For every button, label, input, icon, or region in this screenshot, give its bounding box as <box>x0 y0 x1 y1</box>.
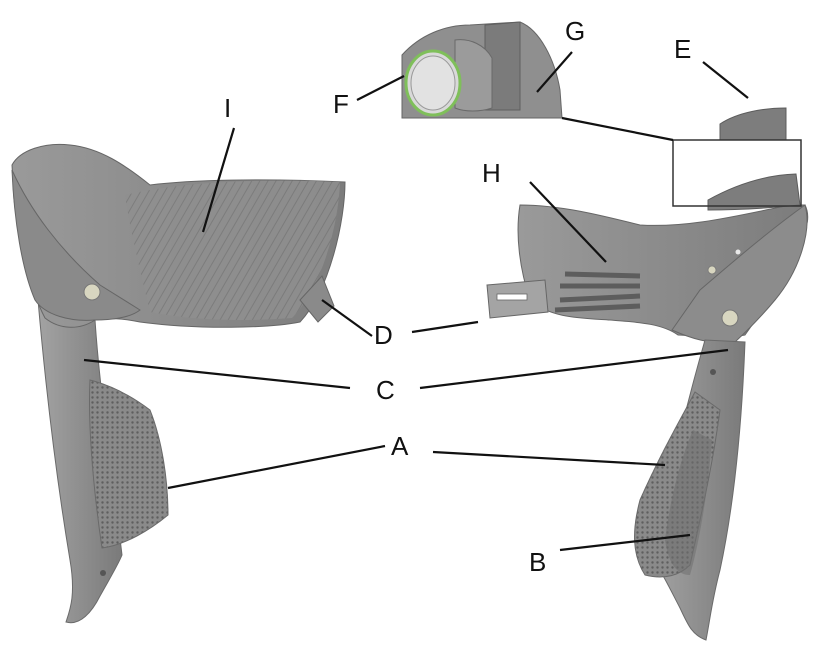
label-d: D <box>374 322 393 348</box>
left-shift-paddle <box>90 380 169 548</box>
leader-d-right <box>412 322 478 332</box>
right-pivot-bolt <box>722 310 738 326</box>
label-g: G <box>565 18 585 44</box>
leader-inset <box>562 118 673 140</box>
label-h: H <box>482 160 501 186</box>
label-a: A <box>391 433 408 459</box>
leader-c-right <box>420 350 728 388</box>
label-c: C <box>376 377 395 403</box>
leader-c-left <box>84 360 350 388</box>
label-b: B <box>529 549 546 575</box>
left-shifter <box>12 144 345 622</box>
leader-a-right <box>433 452 665 465</box>
leader-e <box>703 62 748 98</box>
leader-f <box>357 76 404 100</box>
label-e: E <box>674 36 691 62</box>
label-f: F <box>333 91 349 117</box>
detail-inset <box>402 22 562 118</box>
leader-a-left <box>168 446 385 488</box>
leader-d-left <box>322 300 372 336</box>
right-top-hump <box>708 174 800 210</box>
label-i: I <box>224 95 231 121</box>
left-pivot-bolt <box>84 284 100 300</box>
right-top-button-e <box>720 108 786 140</box>
